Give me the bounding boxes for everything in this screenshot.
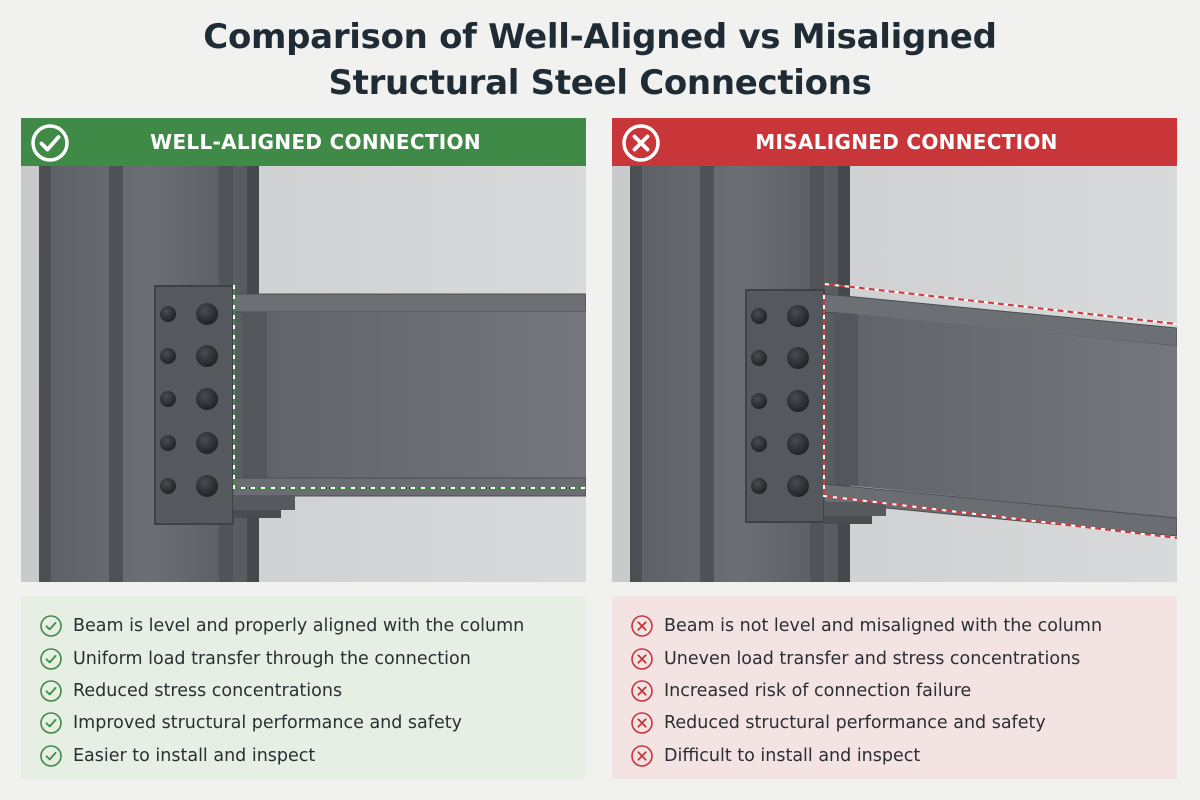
list-item: Increased risk of connection failure <box>630 675 1159 707</box>
check-circle-icon <box>40 647 62 670</box>
misaligned-risks-list: Beam is not level and misaligned with th… <box>612 596 1177 779</box>
title-line-1: Comparison of Well-Aligned vs Misaligned <box>203 17 997 57</box>
list-item: Improved structural performance and safe… <box>39 707 568 739</box>
list-item: Reduced stress concentrations <box>39 675 568 707</box>
x-circle-icon <box>631 680 653 702</box>
check-circle-icon <box>40 680 62 702</box>
well-aligned-header-label: WELL-ALIGNED CONNECTION <box>150 130 481 154</box>
x-circle-icon <box>631 712 653 735</box>
misaligned-header: MISALIGNED CONNECTION <box>612 118 1177 166</box>
check-circle-icon <box>40 712 62 735</box>
x-circle-icon <box>622 124 660 162</box>
well-aligned-panel: WELL-ALIGNED CONNECTION <box>21 118 586 779</box>
x-circle-icon <box>631 647 653 670</box>
list-item: Uniform load transfer through the connec… <box>39 642 568 674</box>
check-circle-icon <box>31 124 69 162</box>
list-item: Easier to install and inspect <box>39 740 568 772</box>
list-item: Beam is not level and misaligned with th… <box>630 610 1159 642</box>
list-item: Reduced structural performance and safet… <box>630 707 1159 739</box>
title-line-2: Structural Steel Connections <box>328 63 872 103</box>
misaligned-connection-photo <box>612 166 1177 582</box>
page-title: Comparison of Well-Aligned vs Misaligned… <box>0 14 1200 106</box>
well-aligned-connection-photo <box>21 166 586 582</box>
x-circle-icon <box>631 615 653 637</box>
well-aligned-benefits-list: Beam is level and properly aligned with … <box>21 596 586 779</box>
misaligned-panel: MISALIGNED CONNECTION <box>612 118 1177 779</box>
check-circle-icon <box>40 744 62 767</box>
list-item: Difficult to install and inspect <box>630 740 1159 772</box>
x-circle-icon <box>631 744 653 767</box>
bolt-group-right <box>751 305 809 497</box>
well-aligned-header: WELL-ALIGNED CONNECTION <box>21 118 586 166</box>
check-circle-icon <box>40 615 62 637</box>
list-item: Beam is level and properly aligned with … <box>39 610 568 642</box>
bolt-group-left <box>160 303 218 497</box>
misaligned-header-label: MISALIGNED CONNECTION <box>755 130 1058 154</box>
list-item: Uneven load transfer and stress concentr… <box>630 642 1159 674</box>
